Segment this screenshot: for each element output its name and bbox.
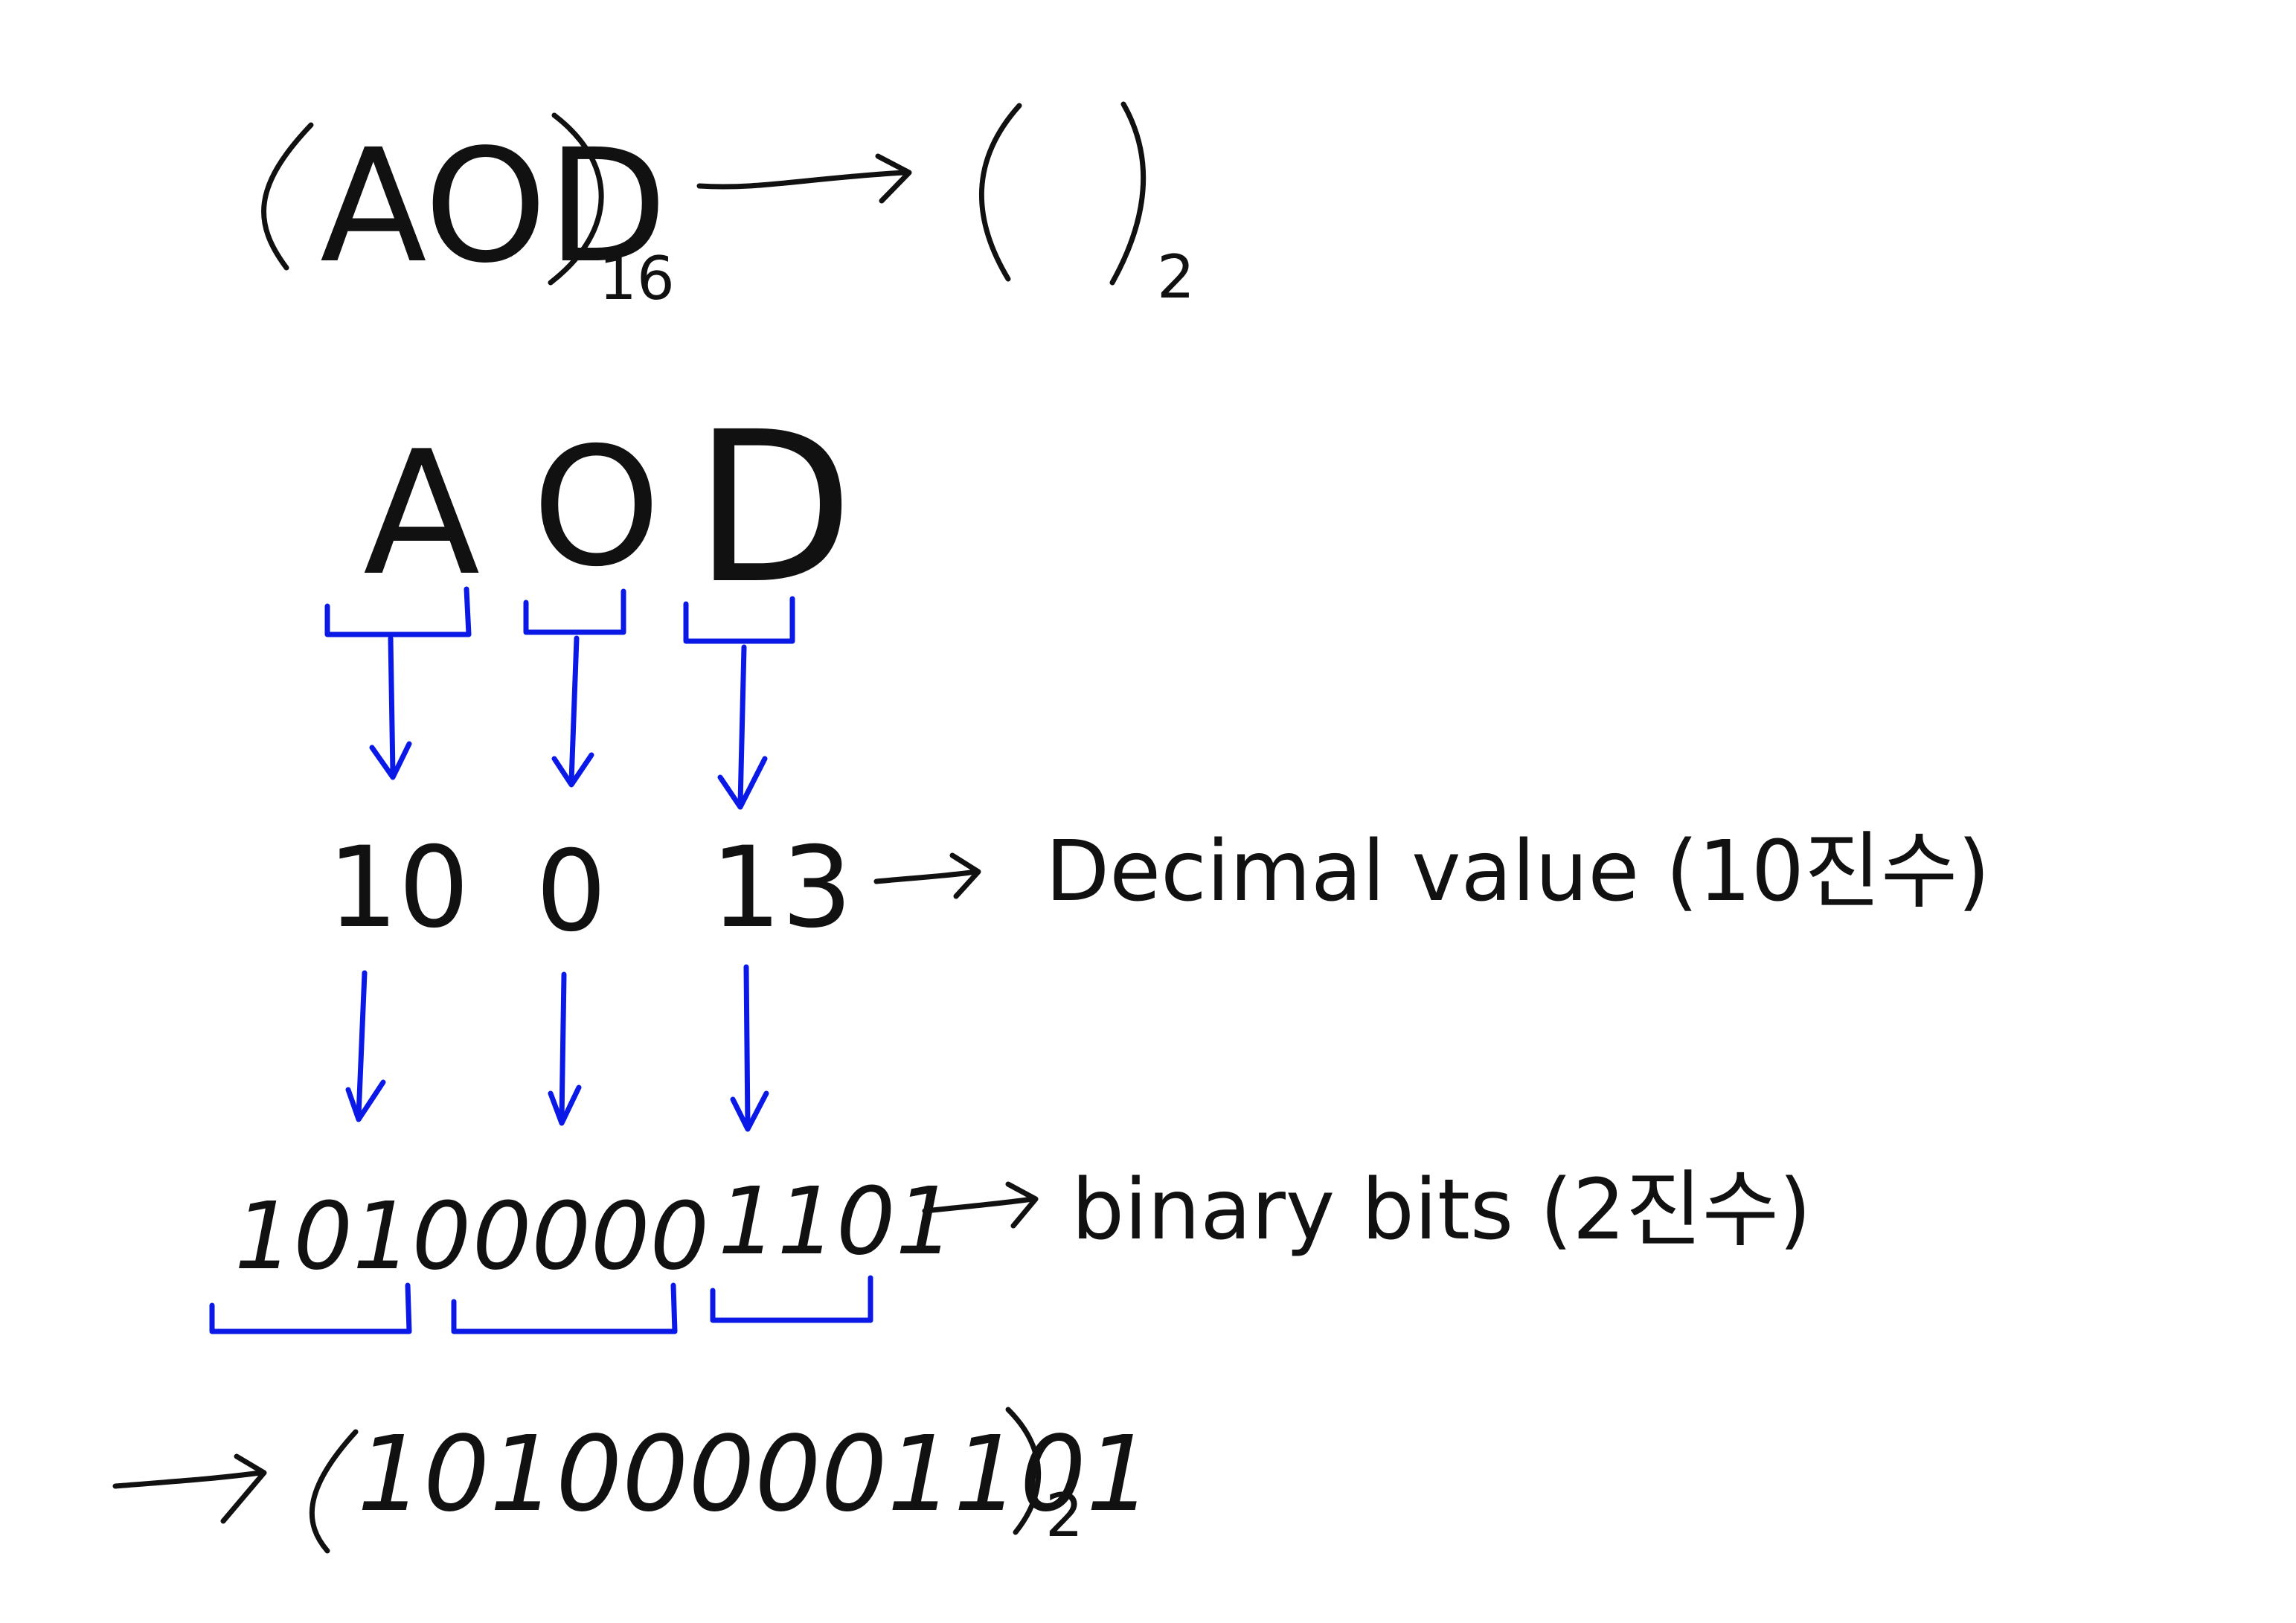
source-number: AOD	[320, 115, 667, 298]
result-base: 2	[1045, 1481, 1083, 1550]
down-arrows-binary	[345, 964, 769, 1132]
result-arrow-shaft	[112, 1470, 263, 1489]
source-base: 16	[599, 244, 675, 313]
bracket-1101	[710, 1275, 873, 1323]
decimal-caption: Decimal value (10진수)	[1045, 823, 1990, 920]
final-result: 101000001101 2	[112, 1407, 1152, 1554]
decimal-value-o: 0	[536, 827, 606, 957]
result-arrow-head	[220, 1453, 267, 1524]
decimal-label-arrow-shaft	[873, 869, 979, 884]
close-paren	[548, 112, 604, 286]
arrow-13-head	[730, 1090, 769, 1132]
arrow-0-head	[548, 1084, 582, 1126]
arrow-13-shaft	[743, 964, 751, 1130]
target-close-paren	[1109, 101, 1147, 286]
target-base: 2	[1157, 242, 1195, 312]
arrow-o-shaft	[568, 635, 580, 784]
binary-label-arrow-head	[1005, 1181, 1039, 1229]
hex-digit-a: A	[363, 415, 480, 614]
bracket-d	[683, 596, 795, 644]
bracket-a	[324, 586, 472, 637]
binary-label-arrow-shaft	[922, 1196, 1036, 1214]
convert-arrow-shaft	[696, 170, 907, 190]
binary-group-d: 1101	[718, 1168, 955, 1276]
decimal-value-d: 13	[711, 823, 853, 953]
result-close-paren	[1005, 1407, 1042, 1535]
decimal-label-arrow-head	[949, 852, 981, 899]
hex-digit-d: D	[693, 388, 854, 630]
arrow-0-shaft	[559, 971, 567, 1122]
result-open-paren	[309, 1429, 359, 1554]
binary-group-o: 0000	[472, 1183, 709, 1291]
arrow-d-shaft	[737, 644, 747, 806]
binary-row: 1010 0000 1101 binary bits (2진수)	[234, 1162, 1812, 1291]
binary-caption: binary bits (2진수)	[1071, 1162, 1812, 1259]
digit-brackets	[324, 586, 795, 644]
binary-brackets	[209, 1275, 873, 1334]
result-value: 101000001101	[357, 1414, 1152, 1535]
bracket-1010	[209, 1282, 412, 1334]
decimal-row: 10 0 13 Decimal value (10진수)	[327, 823, 1990, 957]
down-arrows-decimal	[369, 635, 768, 810]
arrow-10-head	[345, 1079, 386, 1122]
arrow-10-shaft	[356, 970, 368, 1119]
convert-arrow-head	[875, 153, 912, 204]
decimal-value-a: 10	[327, 823, 469, 953]
hex-digit-o: O	[532, 412, 661, 602]
arrow-a-shaft	[388, 635, 396, 777]
open-paren	[261, 122, 314, 271]
bracket-o	[523, 588, 626, 635]
hex-digits: A O D	[363, 388, 854, 630]
arrow-d-head	[717, 756, 768, 810]
binary-group-a: 1010	[234, 1183, 471, 1291]
problem-statement: AOD 16 2	[261, 101, 1195, 313]
bracket-0000	[451, 1282, 678, 1334]
arrow-o-head	[551, 752, 594, 788]
target-open-paren	[978, 103, 1022, 282]
arrow-a-head	[369, 741, 412, 780]
